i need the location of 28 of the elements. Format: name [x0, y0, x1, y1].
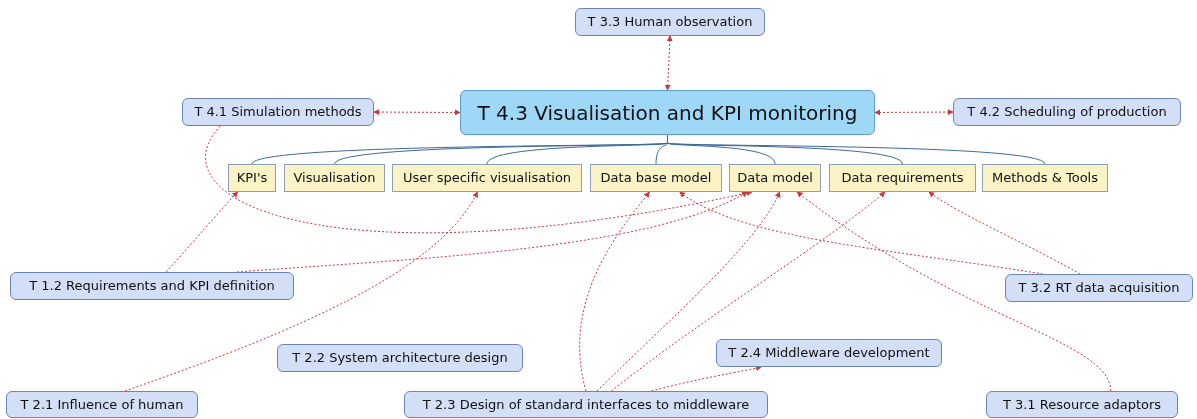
arrow: [611, 191, 886, 392]
subtopic-box: Data model: [729, 164, 821, 192]
task-box: T 2.3 Design of standard interfaces to middleware: [404, 391, 768, 418]
task-box: T 2.2 System architecture design: [277, 344, 523, 372]
arrow: [205, 125, 753, 234]
arrow: [596, 191, 781, 392]
task-box: T 2.4 Middleware development: [716, 339, 942, 367]
task-box: T 1.2 Requirements and KPI definition: [10, 272, 294, 300]
subtopic-box: Visualisation: [284, 164, 385, 192]
arrow: [796, 191, 1112, 392]
task-box: T 3.3 Human observation: [575, 8, 765, 36]
subtopic-box: Methods & Tools: [982, 164, 1108, 192]
arrow: [579, 191, 650, 392]
subtopic-box: User specific visualisation: [392, 164, 582, 192]
subtopic-box: Data base model: [590, 164, 722, 192]
task-box: T 2.1 Influence of human: [6, 391, 198, 418]
task-box: T 3.2 RT data acquisition: [1005, 274, 1193, 302]
subtopic-box: KPI's: [228, 164, 276, 192]
arrow: [874, 109, 954, 116]
arrow: [165, 191, 239, 273]
task-box: T 4.2 Scheduling of production: [953, 98, 1181, 126]
central-topic-box: T 4.3 Visualisation and KPI monitoring: [460, 90, 875, 135]
subtopic-box: Data requirements: [829, 164, 976, 192]
arrow: [373, 109, 461, 116]
arrow: [664, 35, 673, 91]
task-box: T 3.1 Resource adaptors: [986, 391, 1178, 418]
arrow: [928, 191, 1081, 275]
task-box: T 4.1 Simulation methods: [182, 98, 374, 126]
